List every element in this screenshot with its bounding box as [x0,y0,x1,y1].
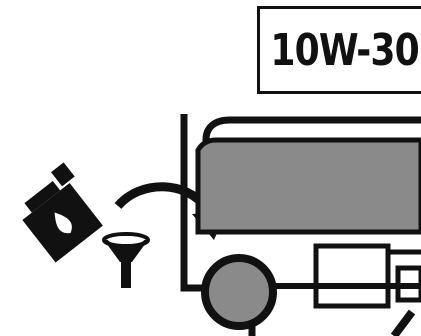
generator-icon [184,114,421,336]
funnel-icon [104,234,148,288]
oil-bottle-icon [10,162,109,262]
